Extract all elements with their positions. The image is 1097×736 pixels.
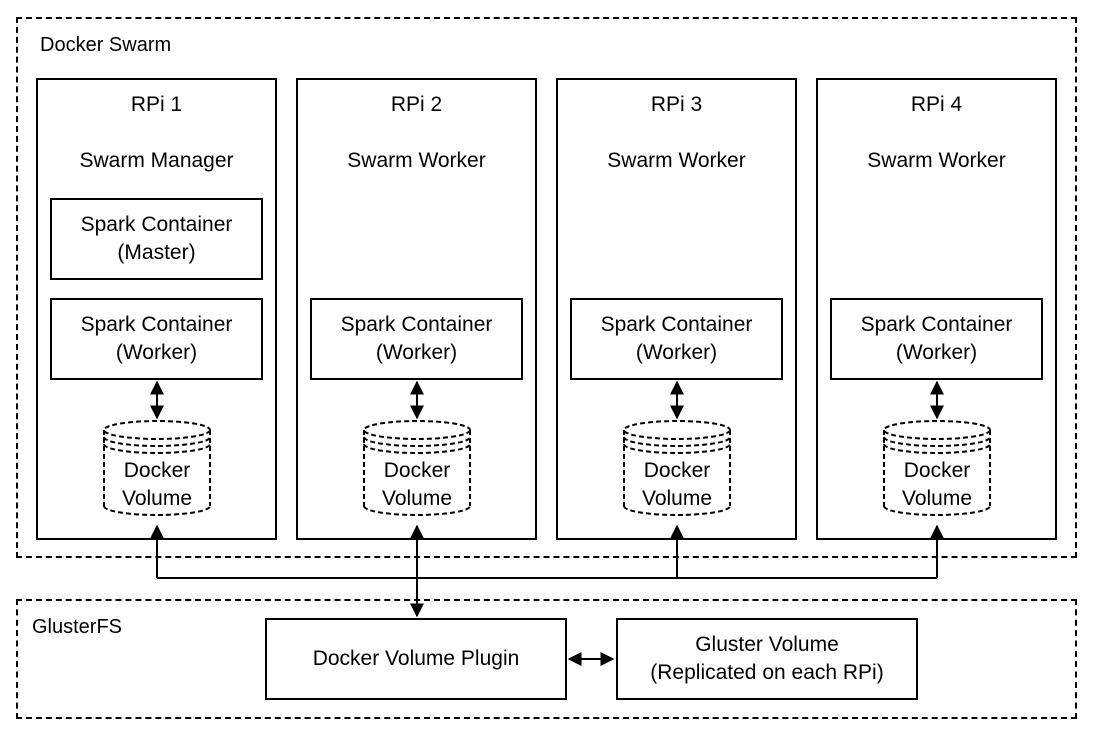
container-label-line2: (Worker)	[115, 341, 198, 364]
docker-volume-label: Docker Volume	[381, 459, 453, 510]
container-label-line2: (Worker)	[635, 341, 718, 364]
node-title: RPi 1	[130, 93, 183, 116]
container-label-line1: Spark Container	[340, 313, 493, 336]
docker-volume-label: Docker Volume	[901, 459, 973, 510]
docker-volume-label: Docker Volume	[121, 459, 193, 510]
spark-master-container: Spark Container (Master)	[50, 198, 263, 280]
node-title: RPi 4	[910, 93, 963, 116]
node-role: Swarm Manager	[79, 149, 234, 172]
glusterfs-label: GlusterFS	[32, 616, 123, 638]
node-title: RPi 3	[650, 93, 703, 116]
plugin-label: Docker Volume Plugin	[312, 647, 520, 670]
spark-worker-container: Spark Container (Worker)	[570, 298, 783, 380]
docker-volume-label: Docker Volume	[641, 459, 713, 510]
docker-swarm-label: Docker Swarm	[40, 34, 172, 56]
container-label-line2: (Worker)	[375, 341, 458, 364]
container-label-line1: Spark Container	[80, 313, 233, 336]
node-role: Swarm Worker	[867, 149, 1006, 172]
node-role: Swarm Worker	[347, 149, 486, 172]
container-label-line2: (Worker)	[895, 341, 978, 364]
spark-worker-container: Spark Container (Worker)	[50, 298, 263, 380]
container-label-line1: Spark Container	[860, 313, 1013, 336]
container-label-line2: (Master)	[117, 241, 196, 264]
glusterfs-group	[16, 599, 1077, 719]
gluster-volume-label-line2: (Replicated on each RPi)	[650, 661, 884, 684]
spark-worker-container: Spark Container (Worker)	[310, 298, 523, 380]
gluster-volume-box: Gluster Volume (Replicated on each RPi)	[616, 618, 918, 700]
node-role: Swarm Worker	[607, 149, 746, 172]
node-title: RPi 2	[390, 93, 443, 116]
docker-swarm-group	[16, 17, 1077, 558]
spark-worker-container: Spark Container (Worker)	[830, 298, 1043, 380]
docker-volume-plugin-box: Docker Volume Plugin	[265, 618, 567, 700]
container-label-line1: Spark Container	[600, 313, 753, 336]
container-label-line1: Spark Container	[80, 213, 233, 236]
gluster-volume-label-line1: Gluster Volume	[695, 633, 839, 656]
